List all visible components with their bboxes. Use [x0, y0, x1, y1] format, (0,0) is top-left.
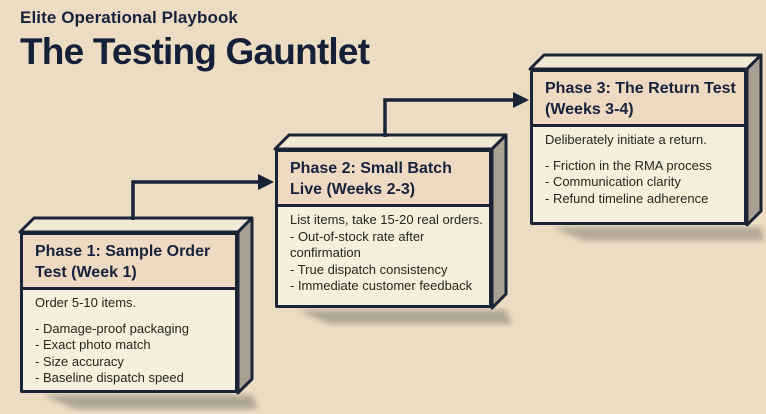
phase-3-title-line1: Phase 3: The Return Test: [545, 80, 736, 97]
phase-1-bullet-list: - Damage-proof packaging - Exact photo m…: [35, 321, 229, 387]
kicker-text: Elite Operational Playbook: [20, 8, 238, 27]
phase-3-side-face: [745, 53, 763, 227]
phase-1-title-line1: Phase 1: Sample Order: [35, 243, 211, 260]
phase-2-card-header: Phase 2: Small Batch Live (Weeks 2-3): [278, 152, 489, 207]
bullet-item: - Communication clarity: [545, 174, 681, 189]
phase-1-card-header: Phase 1: Sample Order Test (Week 1): [23, 235, 235, 290]
phase-2-side-face: [490, 133, 508, 310]
phase-2-top-face: [273, 133, 508, 151]
phase-3-card-header: Phase 3: The Return Test (Weeks 3-4): [533, 72, 744, 127]
phase-3-title-line2: (Weeks 3-4): [545, 101, 634, 118]
phase-1-card-body: Order 5-10 items. - Damage-proof packagi…: [23, 290, 235, 391]
phase-3-bullet-list: - Friction in the RMA process - Communic…: [545, 158, 738, 208]
connector-phase2-arrowhead-icon: [513, 92, 529, 108]
phase-3-top-face: [528, 53, 763, 71]
bullet-item: - Size accuracy: [35, 353, 124, 369]
phase-1-card: Phase 1: Sample Order Test (Week 1) Orde…: [20, 232, 238, 393]
masthead: Elite Operational Playbook The Testing G…: [20, 8, 370, 73]
connector-phase2-phase3: [383, 98, 515, 137]
phase-1-top-face: [18, 216, 254, 234]
phase-2-intro: List items, take 15-20 real orders.: [290, 212, 483, 227]
phase-3-card: Phase 3: The Return Test (Weeks 3-4) Del…: [530, 69, 747, 225]
bullet-item: - Damage-proof packaging: [35, 320, 189, 336]
phase-1-intro: Order 5-10 items.: [35, 295, 137, 310]
phase-1-title-line2: Test (Week 1): [35, 264, 137, 281]
bullet-item: - Exact photo match: [35, 337, 151, 352]
bullet-item: - Baseline dispatch speed: [35, 370, 184, 385]
phase-1-shadow: [42, 395, 258, 409]
phase-2-bullet-list: - Out-of-stock rate after confirmation -…: [290, 229, 483, 295]
bullet-item: - Out-of-stock rate after confirmation: [290, 228, 425, 261]
page-title: The Testing Gauntlet: [20, 31, 370, 72]
phase-2-card-body: List items, take 15-20 real orders. - Ou…: [278, 207, 489, 299]
bullet-item: - Friction in the RMA process: [545, 157, 712, 173]
phase-3-card-body: Deliberately initiate a return. - Fricti…: [533, 127, 744, 211]
bullet-item: - Immediate customer feedback: [290, 278, 473, 293]
phase-2-title-line1: Phase 2: Small Batch: [290, 160, 452, 177]
connector-phase1-arrowhead-icon: [258, 174, 274, 190]
phase-2-title-line2: Live (Weeks 2-3): [290, 181, 416, 198]
bullet-item: - True dispatch consistency: [290, 261, 448, 277]
connector-phase1-phase2: [131, 180, 260, 220]
phase-3-intro: Deliberately initiate a return.: [545, 132, 707, 147]
phase-1-side-face: [236, 216, 254, 395]
bullet-item: - Refund timeline adherence: [545, 190, 709, 206]
phase-2-card: Phase 2: Small Batch Live (Weeks 2-3) Li…: [275, 149, 492, 308]
phase-2-shadow: [297, 310, 512, 324]
phase-3-shadow: [552, 227, 764, 241]
